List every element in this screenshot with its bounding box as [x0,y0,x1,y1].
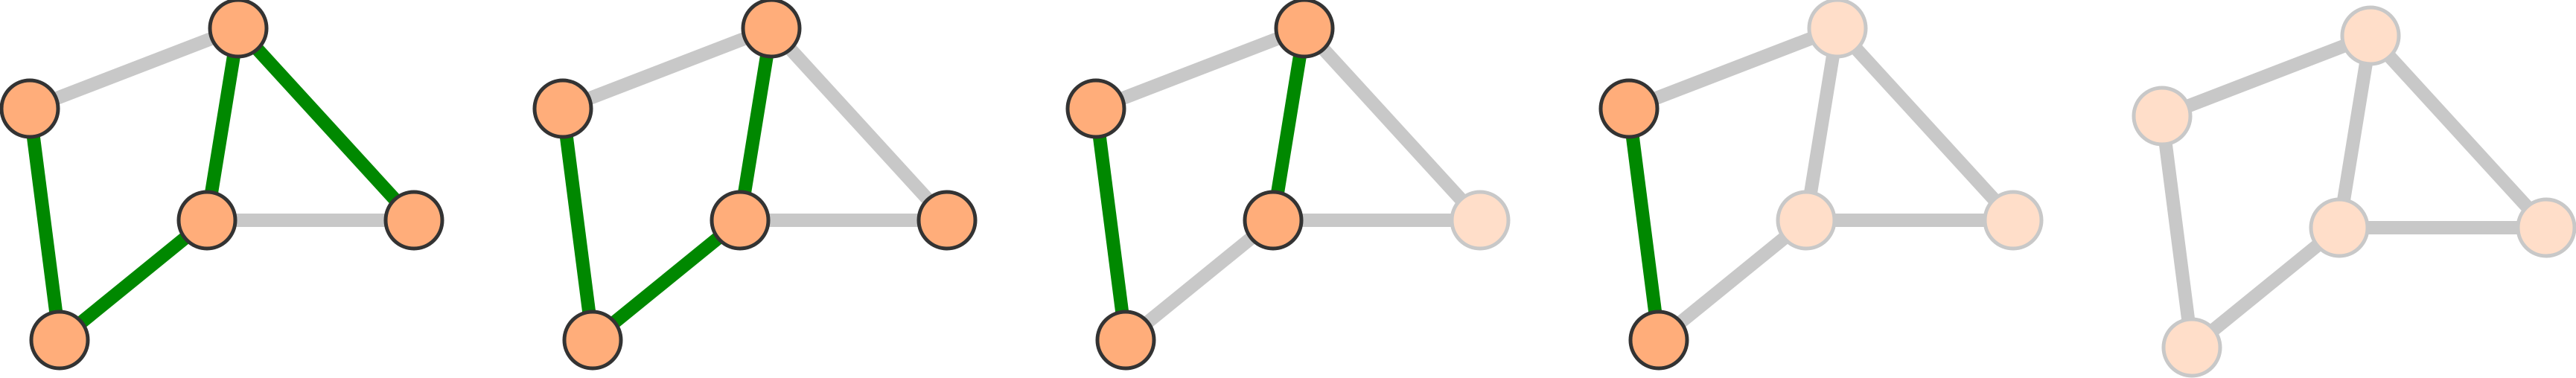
node-center-active [176,190,237,251]
node-center-faded [2309,197,2370,258]
edge-left-bottom-inactive [2155,115,2199,349]
node-left-active [1065,78,1126,139]
edge-left-bottom-active [1089,107,1132,342]
node-bottom-active [1628,310,1689,371]
node-bottom-active [562,310,623,371]
edge-left-top-inactive [560,22,774,115]
node-center-faded [1776,190,1837,251]
node-right-faded [2516,197,2576,258]
node-right-faded [1450,190,1511,251]
edge-center-bottom-inactive [2187,222,2344,353]
panel-2 [532,0,978,371]
edge-top-center-active [200,27,245,222]
node-bottom-active [29,310,90,371]
edge-center-bottom-active [55,215,211,345]
panel-5 [2132,5,2576,378]
node-top-active [1274,0,1335,59]
node-right-active [383,190,444,251]
edge-top-center-active [1266,27,1311,222]
edge-left-top-inactive [1626,22,1840,115]
edge-left-bottom-active [556,107,599,342]
panel-3 [1065,0,1511,371]
node-top-active [741,0,802,59]
edge-left-top-inactive [1093,22,1307,115]
edge-top-right-inactive [1832,23,2018,225]
node-bottom-faded [2161,317,2222,378]
node-left-active [532,78,593,139]
panel-4 [1598,0,2044,371]
node-left-faded [2132,86,2193,147]
node-top-active [208,0,269,59]
edge-left-top-inactive [2159,29,2373,123]
node-bottom-active [1095,310,1156,371]
edge-left-top-inactive [27,22,241,115]
panel-1 [0,0,444,371]
edge-center-bottom-inactive [1121,215,1278,345]
edge-top-center-inactive [1799,27,1844,222]
node-top-faded [1807,0,1868,59]
edge-top-center-active [733,27,778,222]
edge-left-bottom-active [23,107,66,342]
edge-top-right-active [233,23,419,225]
edge-center-bottom-active [588,215,745,345]
node-top-faded [2340,5,2401,66]
edge-center-bottom-inactive [1654,215,1811,345]
node-left-active [1598,78,1660,139]
edge-top-right-inactive [766,23,952,225]
edge-top-right-inactive [2365,31,2551,233]
node-center-active [710,190,771,251]
node-right-faded [1983,190,2044,251]
node-right-active [916,190,978,251]
edge-top-center-inactive [2333,34,2377,229]
node-center-active [1243,190,1304,251]
edge-left-bottom-active [1622,107,1665,342]
edge-top-right-inactive [1299,23,1485,225]
node-left-active [0,78,60,139]
